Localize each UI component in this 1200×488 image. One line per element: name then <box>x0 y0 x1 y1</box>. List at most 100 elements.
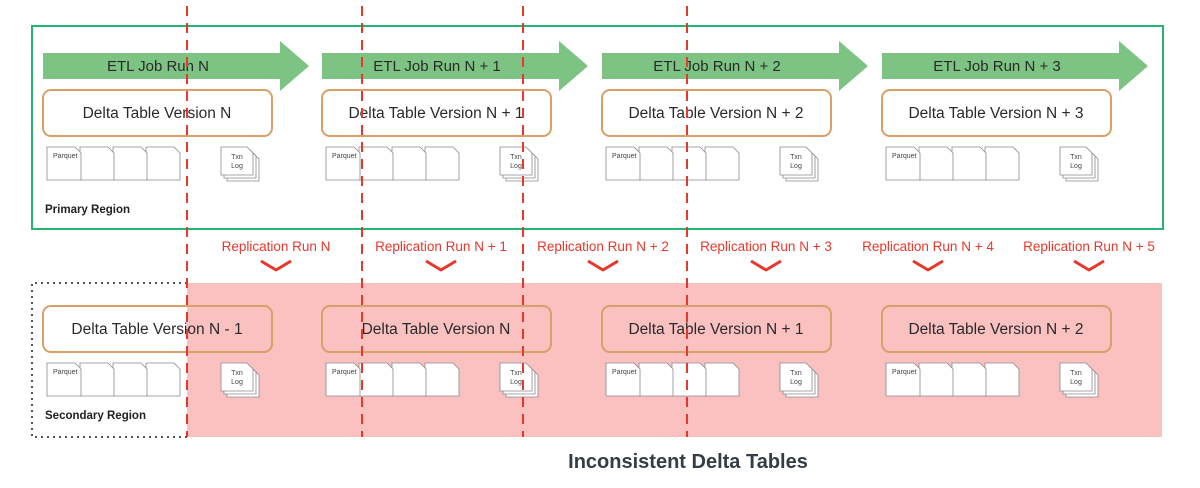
parquet-file-icon <box>424 362 460 397</box>
parquet-file-icon <box>671 146 707 181</box>
replication-run: Replication Run N <box>222 239 331 272</box>
parquet-file-icon <box>391 362 427 397</box>
parquet-files: Parquet <box>885 362 1020 397</box>
txn-log-label-line2: Log <box>231 163 243 170</box>
replication-run-label: Replication Run N + 4 <box>862 239 994 254</box>
parquet-label: Parquet <box>53 369 78 376</box>
delta-table-version-label: Delta Table Version N + 2 <box>628 105 803 122</box>
replication-chevron-icon <box>1073 259 1105 272</box>
txn-log-file-icon <box>220 146 254 176</box>
parquet-label: Parquet <box>612 153 637 160</box>
parquet-files: Parquet <box>885 146 1020 181</box>
parquet-file-icon <box>704 146 740 181</box>
delta-table-box <box>42 305 273 353</box>
primary-region-label: Primary Region <box>45 204 130 216</box>
parquet-file-icon <box>79 146 115 181</box>
parquet-file-icon <box>704 362 740 397</box>
parquet-label: Parquet <box>332 369 357 376</box>
delta-table-box <box>42 89 273 137</box>
replication-run: Replication Run N + 3 <box>700 239 832 272</box>
delta-table-version-label: Delta Table Version N - 1 <box>71 321 242 338</box>
txn-log-label-line2: Log <box>790 163 802 170</box>
delta-table-version-label: Delta Table Version N + 1 <box>348 105 523 122</box>
etl-arrow: ETL Job Run N + 1 <box>322 41 588 91</box>
parquet-files: Parquet <box>46 362 181 397</box>
delta-table-version-label: Delta Table Version N + 2 <box>908 321 1083 338</box>
replication-run-label: Replication Run N + 2 <box>537 239 669 254</box>
delta-table-version-label: Delta Table Version N <box>83 105 232 122</box>
delta-table-box <box>321 305 552 353</box>
replication-chevron-icon <box>260 259 292 272</box>
replication-chevron-icon <box>912 259 944 272</box>
parquet-file-icon <box>79 362 115 397</box>
txn-log-label-line1: Txn <box>790 154 802 161</box>
parquet-file-icon <box>46 146 82 181</box>
parquet-file-icon <box>885 146 921 181</box>
txn-log-label-line1: Txn <box>1070 370 1082 377</box>
parquet-files: Parquet <box>325 146 460 181</box>
etl-run-label: ETL Job Run N <box>107 58 209 75</box>
parquet-file-icon <box>145 362 181 397</box>
parquet-label: Parquet <box>892 369 917 376</box>
etl-arrow: ETL Job Run N <box>43 41 309 91</box>
parquet-file-icon <box>46 362 82 397</box>
parquet-file-icon <box>358 146 394 181</box>
inconsistent-area <box>187 283 1162 437</box>
etl-run-label: ETL Job Run N + 3 <box>933 58 1060 75</box>
parquet-file-icon <box>325 146 361 181</box>
txn-log-label-line1: Txn <box>231 370 243 377</box>
replication-run-label: Replication Run N <box>222 239 331 254</box>
txn-log-file-icon <box>1059 146 1093 176</box>
parquet-file-icon <box>984 146 1020 181</box>
replication-run: Replication Run N + 1 <box>375 239 507 272</box>
replication-runs: Replication Run N Replication Run N + 1 Re… <box>222 239 1155 272</box>
replication-run: Replication Run N + 2 <box>537 239 669 272</box>
delta-table-box <box>881 89 1112 137</box>
parquet-file-icon <box>358 362 394 397</box>
txn-log-label-line1: Txn <box>510 370 522 377</box>
parquet-file-icon <box>605 362 641 397</box>
parquet-file-icon <box>325 362 361 397</box>
parquet-files: Parquet <box>605 362 740 397</box>
parquet-file-icon <box>951 362 987 397</box>
txn-log-label-line1: Txn <box>790 370 802 377</box>
etl-arrow-shape <box>43 41 309 91</box>
parquet-label: Parquet <box>53 153 78 160</box>
txn-log-file-icon <box>1059 362 1093 392</box>
txn-log-label-line2: Log <box>510 379 522 386</box>
secondary-region-label: Secondary Region <box>45 410 146 422</box>
parquet-file-icon <box>885 362 921 397</box>
txn-log-file-icon <box>499 146 533 176</box>
txn-log-label-line1: Txn <box>1070 154 1082 161</box>
replication-run-label: Replication Run N + 3 <box>700 239 832 254</box>
parquet-file-icon <box>112 146 148 181</box>
replication-chevron-icon <box>425 259 457 272</box>
etl-arrow: ETL Job Run N + 3 <box>882 41 1148 91</box>
txn-log-label-line1: Txn <box>231 154 243 161</box>
parquet-file-icon <box>984 362 1020 397</box>
footer-title: Inconsistent Delta Tables <box>568 451 808 473</box>
delta-table-box <box>881 305 1112 353</box>
parquet-file-icon <box>424 146 460 181</box>
txn-log-file-icon <box>779 146 813 176</box>
parquet-file-icon <box>605 146 641 181</box>
txn-log-label-line2: Log <box>1070 163 1082 170</box>
txn-log-file-icon <box>220 362 254 392</box>
delta-table-box <box>601 89 832 137</box>
parquet-files: Parquet <box>325 362 460 397</box>
parquet-label: Parquet <box>612 369 637 376</box>
parquet-files: Parquet <box>605 146 740 181</box>
parquet-file-icon <box>918 362 954 397</box>
